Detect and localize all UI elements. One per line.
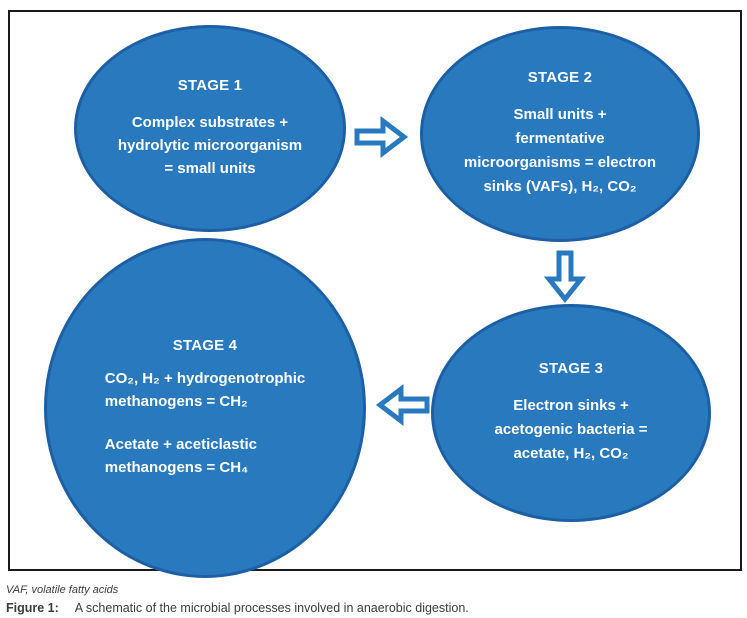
stage-4-line: CO₂, H₂ + hydrogenotrophic <box>104 370 306 387</box>
down-arrow-icon <box>543 249 587 303</box>
stage-3-ellipse: STAGE 3 Electron sinks + acetogenic bact… <box>431 304 711 522</box>
stage-1-title: STAGE 1 <box>177 77 243 94</box>
stage-2-line: sinks (VAFs), H₂, CO₂ <box>483 178 637 195</box>
stage-4-title: STAGE 4 <box>172 337 238 354</box>
stage-1-text: Complex substrates + hydrolytic microorg… <box>118 111 302 180</box>
stage-4-paragraph: Acetate + aceticlastic methanogens = CH₄ <box>105 433 305 479</box>
stage-3-title: STAGE 3 <box>538 360 604 377</box>
stage-4-paragraph: CO₂, H₂ + hydrogenotrophic methanogens =… <box>105 367 305 413</box>
stage-2-line: Small units + <box>513 106 607 123</box>
stage-1-line: = small units <box>164 160 256 177</box>
stage-3-line: acetogenic bacteria = <box>494 421 648 438</box>
stage-2-ellipse: STAGE 2 Small units + fermentative micro… <box>420 26 700 242</box>
left-arrow-icon <box>375 383 431 427</box>
stage-3-text: Electron sinks + acetogenic bacteria = a… <box>495 394 648 466</box>
figure-caption-text: A schematic of the microbial processes i… <box>74 601 469 615</box>
stage-4-ellipse: STAGE 4 CO₂, H₂ + hydrogenotrophic metha… <box>44 238 366 578</box>
right-arrow-shape <box>354 115 409 159</box>
left-arrow-shape <box>375 383 430 427</box>
down-arrow-shape <box>543 250 587 303</box>
stage-3-line: Electron sinks + <box>513 397 629 414</box>
stage-2-line: microorganisms = electron <box>463 154 657 171</box>
stage-2-line: fermentative <box>515 130 605 147</box>
stage-1-line: hydrolytic microorganism <box>117 137 303 154</box>
figure-caption: Figure 1: A schematic of the microbial pr… <box>6 601 469 615</box>
stage-2-title: STAGE 2 <box>527 69 593 86</box>
abbreviation-note: VAF, volatile fatty acids <box>6 584 119 596</box>
right-arrow-icon <box>353 115 409 159</box>
stage-3-line: acetate, H₂, CO₂ <box>513 445 629 462</box>
figure-label: Figure 1: <box>6 601 59 615</box>
stage-4-text: CO₂, H₂ + hydrogenotrophic methanogens =… <box>105 367 305 479</box>
stage-4-line: methanogens = CH₄ <box>104 459 249 476</box>
stage-1-line: Complex substrates + <box>131 114 289 131</box>
stage-1-ellipse: STAGE 1 Complex substrates + hydrolytic … <box>74 25 346 232</box>
stage-4-line: methanogens = CH₂ <box>104 393 248 410</box>
stage-2-text: Small units + fermentative microorganism… <box>464 103 656 199</box>
diagram-frame: STAGE 1 Complex substrates + hydrolytic … <box>8 10 742 578</box>
stage-4-line: Acetate + aceticlastic <box>104 436 257 453</box>
